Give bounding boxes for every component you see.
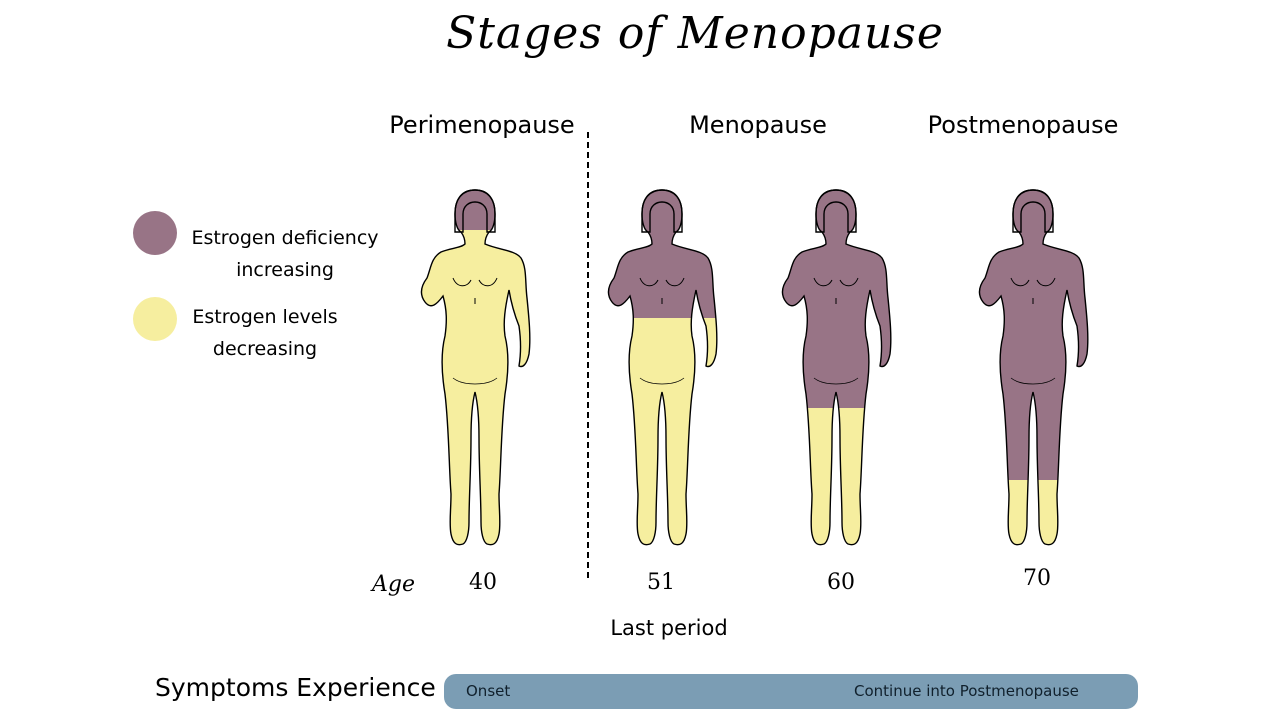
symptoms-timeline-bar: Onset Continue into Postmenopause <box>444 674 1138 709</box>
figure-age-51 <box>582 178 742 558</box>
age-label: Age <box>372 572 415 597</box>
age-value-40: 40 <box>469 570 497 595</box>
age-value-60: 60 <box>827 570 855 595</box>
symptoms-experience-label: Symptoms Experience <box>155 673 436 702</box>
figure-age-60 <box>756 178 916 558</box>
figure-age-70 <box>953 178 1113 558</box>
symptoms-continue-label: Continue into Postmenopause <box>854 682 1079 700</box>
age-value-51: 51 <box>647 570 675 595</box>
age-value-70: 70 <box>1023 566 1051 591</box>
symptoms-onset-label: Onset <box>466 682 510 700</box>
last-period-label: Last period <box>610 616 727 640</box>
figure-age-40 <box>395 178 555 558</box>
